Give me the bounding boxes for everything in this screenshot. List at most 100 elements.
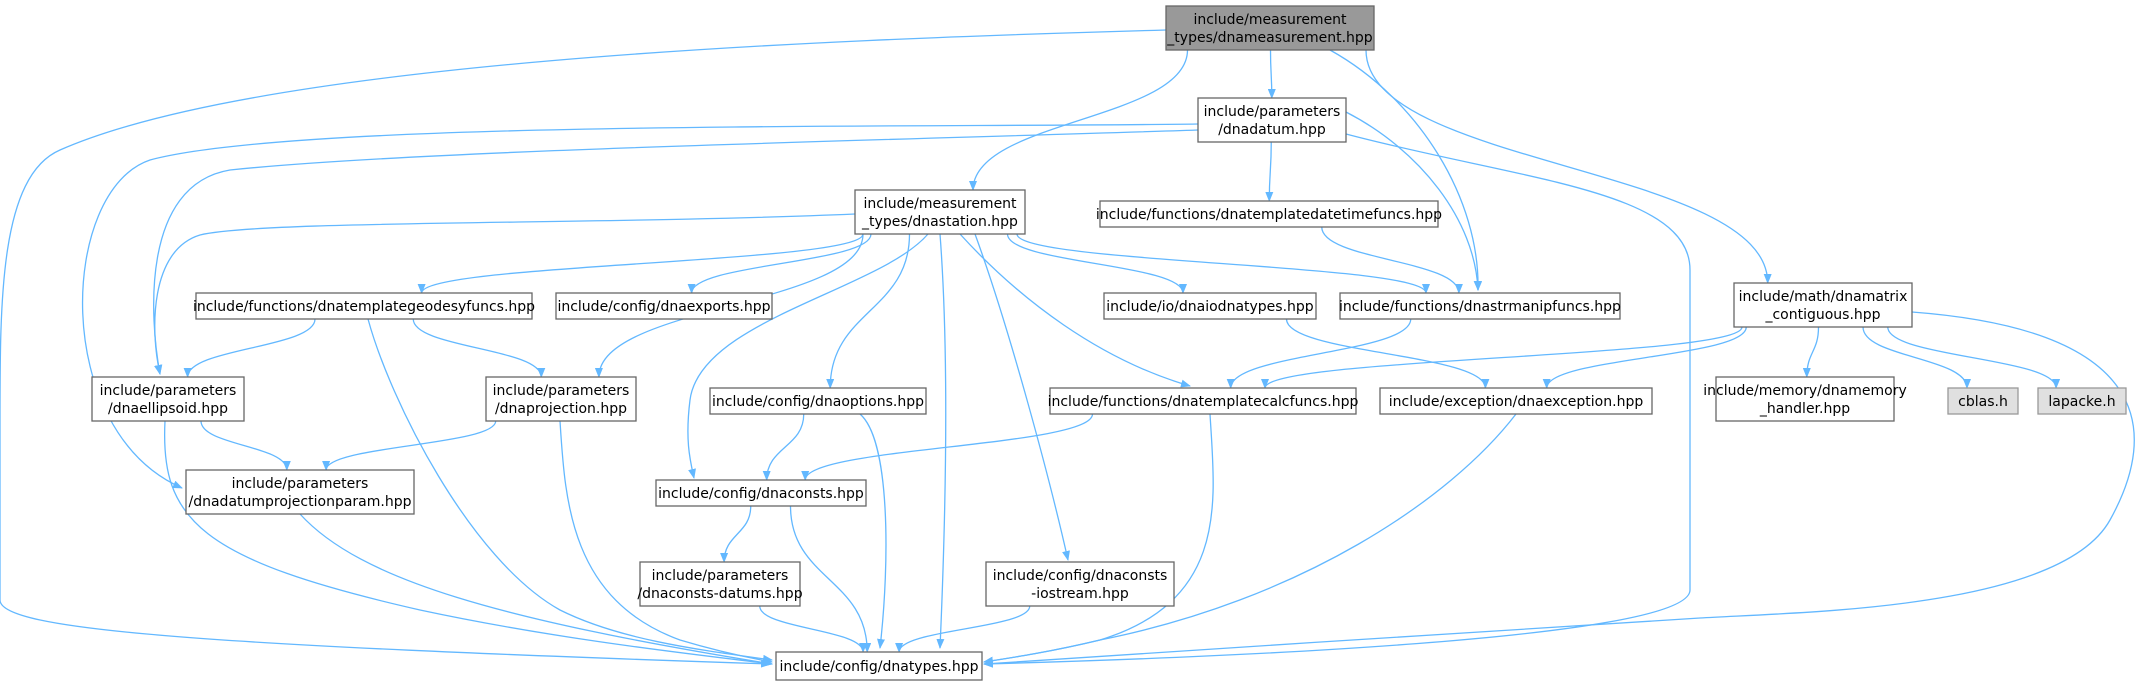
node-constsio-box	[985, 561, 1175, 607]
node-exports[interactable]: include/config/dnaexports.hpp	[555, 292, 773, 320]
node-lapacke[interactable]: lapacke.h	[2037, 387, 2127, 415]
node-datetimefuncs[interactable]: include/functions/dnatemplatedatetimefun…	[1096, 200, 1442, 228]
node-matrix-box	[1733, 282, 1913, 328]
node-dnastation-box	[854, 189, 1026, 235]
edge-matrix-to-calcfuncs	[1261, 326, 1743, 389]
node-geodesyfuncs[interactable]: include/functions/dnatemplategeodesyfunc…	[193, 292, 535, 320]
node-dnastation-label-line: include/measurement	[863, 196, 1017, 212]
node-exception-label-line: include/exception/dnaexception.hpp	[1389, 394, 1644, 410]
node-dnadatum-label-line: /dnadatum.hpp	[1218, 122, 1326, 138]
node-memory[interactable]: include/memory/dnamemory_handler.hpp	[1703, 376, 1907, 422]
edge-iodnatypes-to-exception	[1285, 318, 1490, 389]
edge-dnadatum-to-strmanip	[1345, 111, 1482, 291]
node-consts-label-line: include/config/dnaconsts.hpp	[658, 486, 864, 502]
node-iodnatypes[interactable]: include/io/dnaiodnatypes.hpp	[1103, 292, 1317, 320]
edge-root-to-dnadatum	[1267, 49, 1276, 99]
edge-datetimefuncs-to-strmanip	[1321, 226, 1463, 294]
node-strmanip[interactable]: include/functions/dnastrmanipfuncs.hpp	[1339, 292, 1621, 320]
node-projparam-label-line: include/parameters	[232, 476, 369, 492]
edge-geodesyfuncs-to-ellipsoid	[183, 318, 316, 378]
node-exception[interactable]: include/exception/dnaexception.hpp	[1379, 387, 1653, 415]
edge-matrix-to-dnatypes	[983, 311, 2135, 668]
node-dnatypes[interactable]: include/config/dnatypes.hpp	[775, 651, 983, 681]
node-memory-label-line: include/memory/dnamemory	[1703, 383, 1907, 399]
node-dnatypes-box	[775, 651, 983, 681]
node-projparam-label-line: /dnadatumprojectionparam.hpp	[189, 494, 412, 510]
edge-ellipsoid-to-projparam	[200, 420, 291, 471]
node-geodesyfuncs-label-line: include/functions/dnatemplategeodesyfunc…	[193, 299, 535, 315]
node-calcfuncs-label-line: include/functions/dnatemplatecalcfuncs.h…	[1048, 394, 1359, 410]
node-matrix-label-line: _contiguous.hpp	[1764, 307, 1880, 323]
node-constsdatums[interactable]: include/parameters/dnaconsts-datums.hpp	[637, 561, 803, 607]
node-strmanip-box	[1339, 292, 1621, 320]
edge-dnastation-to-options	[826, 233, 911, 389]
node-dnadatum-box	[1197, 97, 1347, 143]
node-iodnatypes-box	[1103, 292, 1317, 320]
node-projection-label-line: /dnaprojection.hpp	[495, 401, 627, 417]
node-dnatypes-label-line: include/config/dnatypes.hpp	[779, 659, 978, 675]
node-dnadatum[interactable]: include/parameters/dnadatum.hpp	[1197, 97, 1347, 143]
node-constsdatums-label-line: /dnaconsts-datums.hpp	[637, 586, 802, 602]
edge-root-to-dnatypes	[0, 29, 1167, 668]
edge-dnastation-to-dnatypes	[936, 233, 947, 649]
node-constsio[interactable]: include/config/dnaconsts-iostream.hpp	[985, 561, 1175, 607]
edge-projection-to-projparam	[322, 420, 497, 471]
node-projection[interactable]: include/parameters/dnaprojection.hpp	[485, 376, 637, 422]
node-ellipsoid-box	[91, 376, 245, 422]
node-constsdatums-box	[639, 561, 801, 607]
edge-exception-to-dnatypes	[983, 413, 1517, 665]
edge-options-to-dnatypes	[859, 413, 887, 649]
edge-dnastation-to-consts	[687, 233, 929, 479]
node-lapacke-label-line: lapacke.h	[2048, 394, 2115, 410]
node-exports-box	[555, 292, 773, 320]
node-calcfuncs-box	[1049, 387, 1357, 415]
node-dnastation[interactable]: include/measurement_types/dnastation.hpp	[854, 189, 1026, 235]
edge-calcfuncs-to-consts	[801, 413, 1094, 481]
node-iodnatypes-label-line: include/io/dnaiodnatypes.hpp	[1106, 299, 1314, 315]
node-options-box	[709, 387, 927, 415]
edge-matrix-to-cblas	[1862, 326, 1971, 389]
edge-dnastation-to-constsio	[974, 233, 1070, 561]
edge-root-to-dnastation	[969, 49, 1189, 191]
node-root-label-line: include/measurement	[1193, 12, 1347, 28]
node-dnadatum-label-line: include/parameters	[1204, 104, 1341, 120]
node-exception-box	[1379, 387, 1653, 415]
node-ellipsoid-label-line: /dnaellipsoid.hpp	[108, 401, 228, 417]
node-calcfuncs[interactable]: include/functions/dnatemplatecalcfuncs.h…	[1048, 387, 1359, 415]
node-consts[interactable]: include/config/dnaconsts.hpp	[655, 479, 867, 507]
node-matrix-label-line: include/math/dnamatrix	[1739, 289, 1908, 305]
node-geodesyfuncs-box	[195, 292, 533, 320]
edge-dnastation-to-strmanip	[1016, 233, 1430, 294]
node-cblas[interactable]: cblas.h	[1947, 387, 2019, 415]
node-cblas-label-line: cblas.h	[1958, 394, 2008, 410]
edge-matrix-to-exception	[1542, 326, 1747, 389]
edge-dnastation-to-iodnatypes	[1006, 233, 1187, 294]
node-projparam[interactable]: include/parameters/dnadatumprojectionpar…	[185, 469, 415, 515]
node-root-box	[1165, 5, 1375, 51]
node-root[interactable]: include/measurement _types/dnameasurement…	[1165, 5, 1375, 51]
node-root-label-line: _types/dnameasurement.hpp	[1166, 30, 1373, 46]
edge-geodesyfuncs-to-dnatypes	[367, 318, 773, 663]
node-matrix[interactable]: include/math/dnamatrix _contiguous.hpp	[1733, 282, 1913, 328]
edge-constsio-to-dnatypes	[895, 605, 1031, 653]
node-exports-label-line: include/config/dnaexports.hpp	[557, 299, 770, 315]
node-projparam-box	[185, 469, 415, 515]
node-projection-box	[485, 376, 637, 422]
edge-strmanip-to-calcfuncs	[1226, 318, 1412, 389]
node-projection-label-line: include/parameters	[493, 383, 630, 399]
node-strmanip-label-line: include/functions/dnastrmanipfuncs.hpp	[1339, 299, 1621, 315]
node-options[interactable]: include/config/dnaoptions.hpp	[709, 387, 927, 415]
node-constsio-label-line: -iostream.hpp	[1031, 586, 1129, 602]
edge-geodesyfuncs-to-projection	[412, 318, 546, 378]
edge-dnastation-to-exports	[687, 233, 872, 294]
edge-root-to-matrix	[1365, 49, 1772, 284]
edge-dnadatum-to-dnatypes	[983, 133, 1691, 668]
edge-calcfuncs-to-dnatypes	[983, 413, 1214, 665]
node-ellipsoid[interactable]: include/parameters/dnaellipsoid.hpp	[91, 376, 245, 422]
node-options-label-line: include/config/dnaoptions.hpp	[712, 394, 924, 410]
edge-constsdatums-to-dnatypes	[759, 605, 868, 653]
node-datetimefuncs-box	[1099, 200, 1439, 228]
edge-projection-to-dnatypes	[559, 420, 773, 665]
edge-dnadatum-to-datetimefuncs	[1265, 141, 1274, 202]
